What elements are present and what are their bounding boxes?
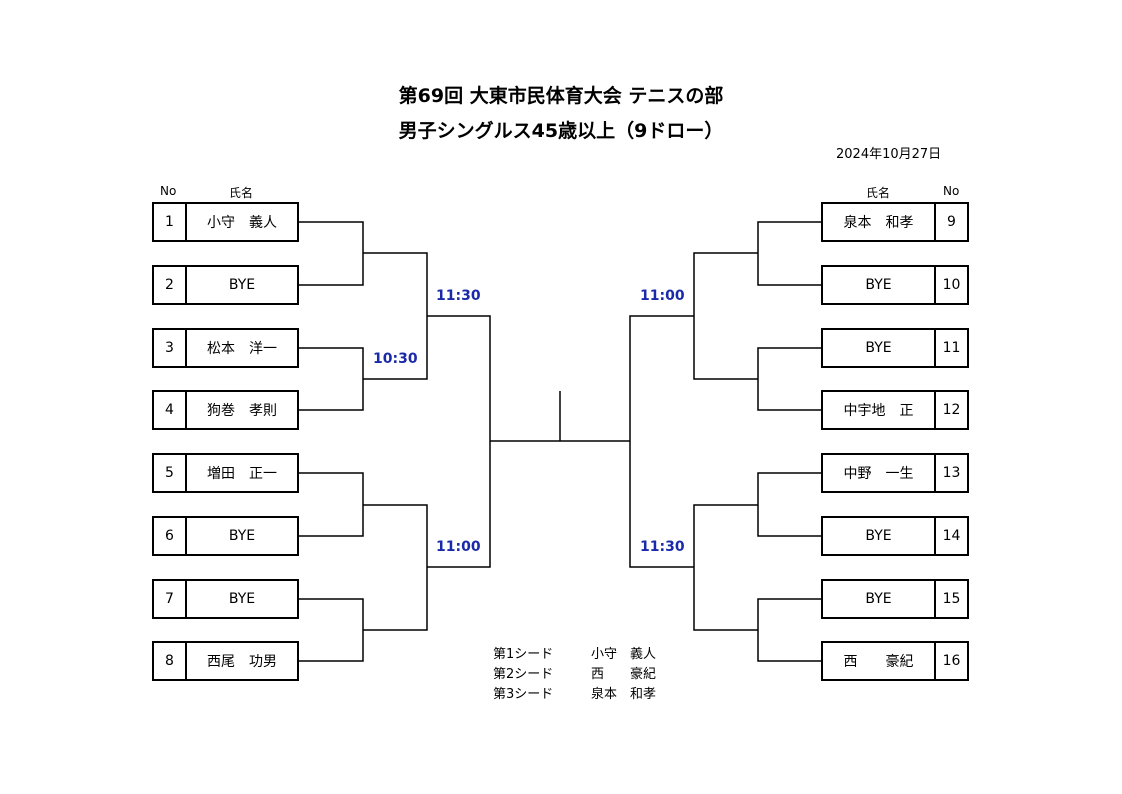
entry-6: 6 BYE	[152, 516, 299, 556]
entry-number: 13	[934, 455, 967, 491]
entry-15: BYE 15	[821, 579, 969, 619]
player-name: 中野 一生	[843, 466, 914, 482]
entry-number: 3	[154, 330, 187, 366]
player-name: 松本 洋一	[207, 341, 277, 357]
seed-label: 第3シード	[493, 687, 554, 702]
event-date: 2024年10月27日	[836, 147, 942, 162]
seed-label: 第1シード	[493, 647, 554, 662]
player-name: BYE	[228, 591, 256, 607]
entry-number: 4	[154, 392, 187, 428]
entry-2: 2 BYE	[152, 265, 299, 305]
player-name: 西尾 功男	[207, 654, 277, 670]
entry-number: 12	[934, 392, 967, 428]
page-subtitle: 男子シングルス45歳以上（9ドロー）	[398, 120, 724, 142]
entry-number: 14	[934, 518, 967, 554]
player-name: BYE	[865, 591, 892, 607]
player-name: 増田 正一	[207, 466, 277, 482]
seed-row: 第1シード 小守 義人	[493, 643, 656, 662]
player-name: 小守 義人	[207, 215, 277, 231]
seed-name: 西 豪紀	[591, 667, 657, 682]
entry-number: 10	[934, 267, 967, 303]
entry-4: 4 狗巻 孝則	[152, 390, 299, 430]
entry-number: 11	[934, 330, 967, 366]
player-name: BYE	[865, 340, 892, 356]
entry-3: 3 松本 洋一	[152, 328, 299, 368]
entry-number: 7	[154, 581, 187, 617]
player-name: 泉本 和孝	[843, 215, 914, 231]
entry-8: 8 西尾 功男	[152, 641, 299, 681]
entry-5: 5 増田 正一	[152, 453, 299, 493]
match-time: 11:30	[640, 539, 685, 555]
header-name-right: 氏名	[866, 186, 891, 200]
entry-number: 6	[154, 518, 187, 554]
entry-number: 1	[154, 204, 187, 240]
entry-number: 16	[934, 643, 967, 679]
seed-name: 泉本 和孝	[591, 687, 657, 702]
match-time: 11:00	[436, 539, 481, 555]
player-name: BYE	[228, 528, 256, 544]
seed-row: 第2シード 西 豪紀	[493, 663, 656, 682]
entry-10: BYE 10	[821, 265, 969, 305]
player-name: BYE	[865, 528, 892, 544]
seed-label: 第2シード	[493, 667, 554, 682]
player-name: 狗巻 孝則	[207, 403, 277, 419]
player-name: 中宇地 正	[843, 403, 914, 419]
match-time: 11:00	[640, 288, 685, 304]
header-name-left: 氏名	[229, 186, 254, 200]
entry-number: 15	[934, 581, 967, 617]
entry-number: 8	[154, 643, 187, 679]
entry-number: 2	[154, 267, 187, 303]
player-name: BYE	[865, 277, 892, 293]
entry-9: 泉本 和孝 9	[821, 202, 969, 242]
match-time: 10:30	[373, 351, 418, 367]
header-no-left: No	[160, 184, 177, 198]
entry-13: 中野 一生 13	[821, 453, 969, 493]
entry-14: BYE 14	[821, 516, 969, 556]
header-no-right: No	[943, 184, 960, 198]
entry-7: 7 BYE	[152, 579, 299, 619]
player-name: 西 豪紀	[843, 654, 914, 670]
match-time: 11:30	[436, 288, 481, 304]
entry-12: 中宇地 正 12	[821, 390, 969, 430]
player-name: BYE	[228, 277, 256, 293]
entry-number: 5	[154, 455, 187, 491]
seed-row: 第3シード 泉本 和孝	[493, 683, 656, 702]
entry-number: 9	[934, 204, 967, 240]
entry-11: BYE 11	[821, 328, 969, 368]
page-title: 第69回 大東市民体育大会 テニスの部	[398, 85, 724, 107]
seed-name: 小守 義人	[591, 647, 657, 662]
entry-16: 西 豪紀 16	[821, 641, 969, 681]
entry-1: 1 小守 義人	[152, 202, 299, 242]
